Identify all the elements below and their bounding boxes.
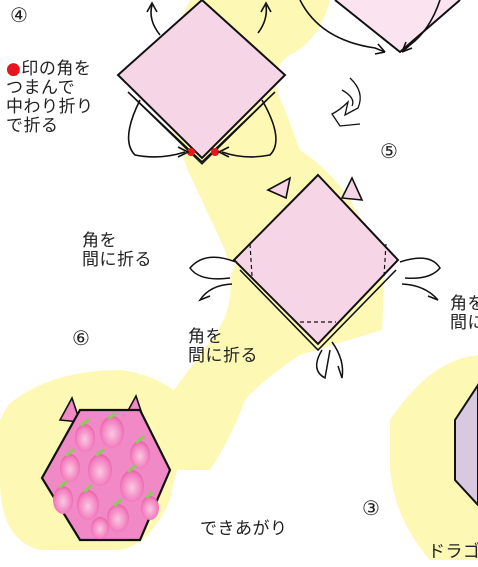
step-number-6: ⑥ <box>72 326 90 350</box>
step4-diagram <box>116 0 287 165</box>
step5-diagram <box>189 173 441 380</box>
pinch-instruction-text: 印の角を つまんで 中わり折り で折る <box>6 59 94 136</box>
step-number-3: ③ <box>362 496 380 520</box>
dragon-fruit-label: ドラゴ <box>428 542 478 562</box>
pinch-instruction: ●印の角を つまんで 中わり折り で折る <box>6 60 94 136</box>
right-fold-instruction: 角を 間に <box>450 294 478 333</box>
step-number-4: ④ <box>10 3 28 27</box>
bottom-fold-instruction: 角を 間に折る <box>188 327 258 366</box>
step3-diagram-top <box>299 0 461 55</box>
step-number-5: ⑤ <box>380 139 398 163</box>
pinch-marker-left <box>187 148 195 156</box>
pinch-marker-right <box>211 148 219 156</box>
left-fold-instruction: 角を 間に折る <box>82 231 152 270</box>
step3-diagram-bottom <box>454 383 478 507</box>
dragon-fruit-finished <box>40 394 172 542</box>
finished-label: できあがり <box>200 519 288 539</box>
step-transition-arrow <box>331 77 361 127</box>
fruit-scales <box>53 412 159 539</box>
pinch-marker-symbol: ● <box>6 59 22 79</box>
